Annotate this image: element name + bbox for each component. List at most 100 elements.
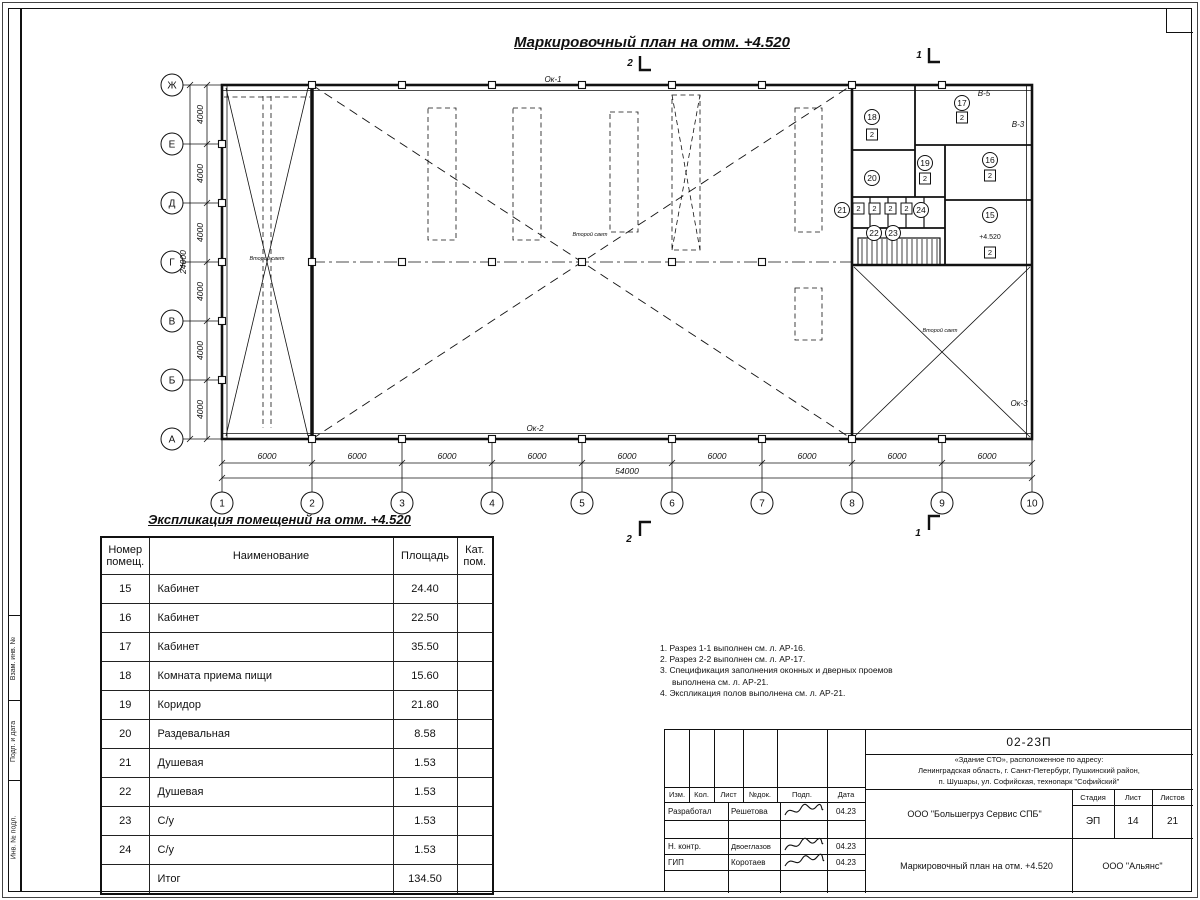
stage-label: Стадия — [1080, 792, 1106, 802]
dim-6000: 6000 — [978, 451, 997, 461]
col-header-name: Наименование — [148, 536, 394, 575]
signature-razrabotal — [784, 803, 824, 816]
note-item: 4. Экспликация полов выполнена см. л. АР… — [660, 687, 846, 698]
cell-name: Итог — [148, 864, 394, 895]
date-razrabotal: 04.23 — [835, 806, 857, 816]
room-number: 23 — [888, 228, 898, 238]
col-header-area: Площадь — [392, 536, 458, 575]
cell-area: 1.53 — [392, 748, 458, 778]
project-address: «Здание СТО», расположенное по адресу: Л… — [865, 754, 1193, 789]
axis-label: 10 — [1026, 499, 1038, 510]
axis-label: Д — [169, 199, 176, 210]
dim-6000: 6000 — [258, 451, 277, 461]
frame-binding-line — [20, 8, 22, 892]
org-name: ООО "Большегруз Сервис СПБ" — [907, 808, 1042, 819]
sheet-label: Лист — [1124, 792, 1142, 802]
cell-area: 22.50 — [392, 603, 458, 633]
cell-num — [100, 864, 150, 895]
room-number: 19 — [920, 158, 930, 168]
schedule-title: Экспликация помещений на отм. +4.520 — [148, 512, 411, 527]
cell-num: 22 — [100, 777, 150, 807]
room-marks: 15 16 17 18 19 20 21 22 23 24 — [834, 95, 998, 241]
vent-mark-v5: В-5 — [978, 89, 991, 98]
axis-label: 9 — [939, 499, 945, 510]
project-address-line: п. Шушары, ул. Софийская, технопарк "Соф… — [938, 776, 1120, 786]
window-mark-ok3: Ок-3 — [1010, 399, 1028, 408]
dim-6000: 6000 — [618, 451, 637, 461]
notes-block: 1. Разрез 1-1 выполнен см. л. АР-16. 2. … — [660, 643, 928, 699]
dimension-labels: 4000 4000 4000 4000 4000 4000 24000 6000… — [178, 105, 997, 476]
floor-plan-drawing: Ж Е Д Г В Б А 1 2 3 4 5 6 7 8 9 10 4000 … — [160, 48, 1044, 545]
category-value: 2 — [960, 113, 964, 122]
cell-name: Кабинет — [148, 574, 394, 604]
axis-label: 8 — [849, 499, 855, 510]
page-title: Маркировочный план на отм. +4.520 — [514, 34, 790, 51]
date-nkontr: 04.23 — [835, 841, 857, 851]
cell-cat — [456, 806, 494, 836]
dim-6000: 6000 — [348, 451, 367, 461]
cell-area: 1.53 — [392, 777, 458, 807]
cell-area: 35.50 — [392, 632, 458, 662]
col-izm: Изм. — [668, 790, 686, 799]
cell-cat — [456, 661, 494, 691]
axis-label: 6 — [669, 499, 675, 510]
dim-4000: 4000 — [195, 164, 205, 183]
room-schedule-table: Номер помещ. Наименование Площадь Кат. п… — [100, 536, 494, 895]
dim-6000: 6000 — [888, 451, 907, 461]
cell-cat — [456, 835, 494, 865]
col-kol: Кол. — [694, 790, 709, 799]
room-number: 24 — [916, 205, 926, 215]
project-address-line: «Здание СТО», расположенное по адресу: — [954, 755, 1104, 765]
sheets-label: Листов — [1160, 792, 1185, 802]
col-list: Лист — [720, 790, 737, 799]
col-axis-bubbles: 1 2 3 4 5 6 7 8 9 10 — [210, 491, 1044, 515]
frame-corner-box — [1166, 8, 1193, 33]
cell-cat — [456, 864, 494, 895]
stamp-label: Подп. и дата — [10, 720, 18, 762]
cell-name: Душевая — [148, 777, 394, 807]
note-item: 3. Спецификация заполнения оконных и две… — [660, 665, 893, 687]
cell-cat — [456, 603, 494, 633]
contractor-name: ООО "Альянс" — [1102, 860, 1163, 871]
stamp-label: Взам. инв. № — [10, 636, 18, 681]
col-podp: Подп. — [792, 790, 812, 799]
cell-area: 21.80 — [392, 690, 458, 720]
dim-54000: 54000 — [615, 466, 639, 476]
title-block: 02-23П «Здание СТО», расположенное по ад… — [664, 729, 1193, 893]
col-data: Дата — [837, 790, 855, 799]
dim-6000: 6000 — [528, 451, 547, 461]
col-header-num: Номер помещ. — [100, 536, 150, 575]
role-razrabotal: Разработал — [668, 806, 712, 816]
cell-cat — [456, 574, 494, 604]
cell-name: Кабинет — [148, 603, 394, 633]
axis-label: В — [169, 317, 176, 328]
cell-cat — [456, 632, 494, 662]
dim-4000: 4000 — [195, 223, 205, 242]
cell-name: Кабинет — [148, 632, 394, 662]
axis-label: 2 — [309, 499, 315, 510]
room-number: 20 — [867, 173, 877, 183]
date-gip: 04.23 — [835, 857, 857, 867]
name-nkontr: Двоеглазов — [731, 841, 771, 851]
cell-name: Раздевальная — [148, 719, 394, 749]
cell-name: Комната приема пищи — [148, 661, 394, 691]
structural-columns — [217, 80, 947, 444]
sheet-title: Маркировочный план на отм. +4.520 — [900, 860, 1053, 871]
cell-num: 20 — [100, 719, 150, 749]
cell-area: 1.53 — [392, 835, 458, 865]
cell-area: 1.53 — [392, 806, 458, 836]
sheets-value: 21 — [1166, 816, 1179, 827]
section-mark-1: 1 — [915, 528, 921, 539]
category-value: 2 — [988, 248, 992, 257]
right-wing — [852, 85, 1032, 438]
table-header-row: Номер помещ. Наименование Площадь Кат. п… — [100, 536, 494, 575]
category-value: 2 — [870, 130, 874, 139]
note-item: 2. Разрез 2-2 выполнен см. л. АР-17. — [660, 654, 806, 665]
cell-name: Душевая — [148, 748, 394, 778]
